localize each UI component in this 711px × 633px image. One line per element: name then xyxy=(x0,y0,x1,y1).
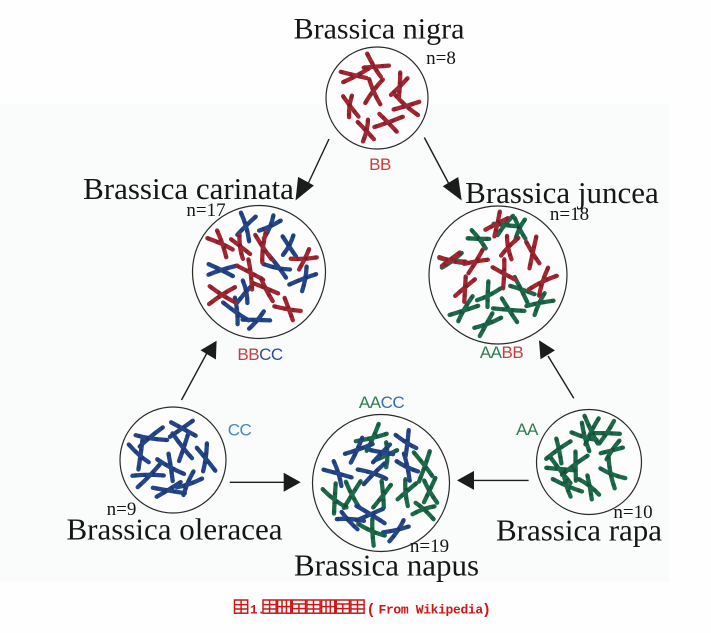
svg-text:(: ( xyxy=(367,602,376,619)
svg-text:From Wikipedia: From Wikipedia xyxy=(379,603,484,618)
svg-text:Brassica napus: Brassica napus xyxy=(294,548,479,583)
svg-text:n=19: n=19 xyxy=(410,536,449,557)
svg-text:Brassica nigra: Brassica nigra xyxy=(294,13,465,46)
svg-text:n=17: n=17 xyxy=(186,200,225,221)
svg-text:AA: AA xyxy=(516,420,539,439)
svg-text:BBCC: BBCC xyxy=(237,345,282,364)
svg-text:n=18: n=18 xyxy=(550,204,589,225)
svg-text:1.: 1. xyxy=(250,604,265,618)
svg-text:AABB: AABB xyxy=(480,343,524,362)
svg-text:Brassica carinata: Brassica carinata xyxy=(83,171,294,206)
svg-text:n=10: n=10 xyxy=(613,502,652,523)
svg-text:): ) xyxy=(482,602,491,619)
svg-text:n=9: n=9 xyxy=(107,499,137,520)
svg-text:Brassica rapa: Brassica rapa xyxy=(496,513,662,548)
svg-text:AACC: AACC xyxy=(359,393,404,412)
svg-text:Brassica oleracea: Brassica oleracea xyxy=(66,512,282,547)
svg-text:n=8: n=8 xyxy=(426,48,456,69)
svg-text:Brassica juncea: Brassica juncea xyxy=(465,175,659,210)
svg-text:CC: CC xyxy=(228,421,252,440)
svg-text:BB: BB xyxy=(369,155,391,174)
